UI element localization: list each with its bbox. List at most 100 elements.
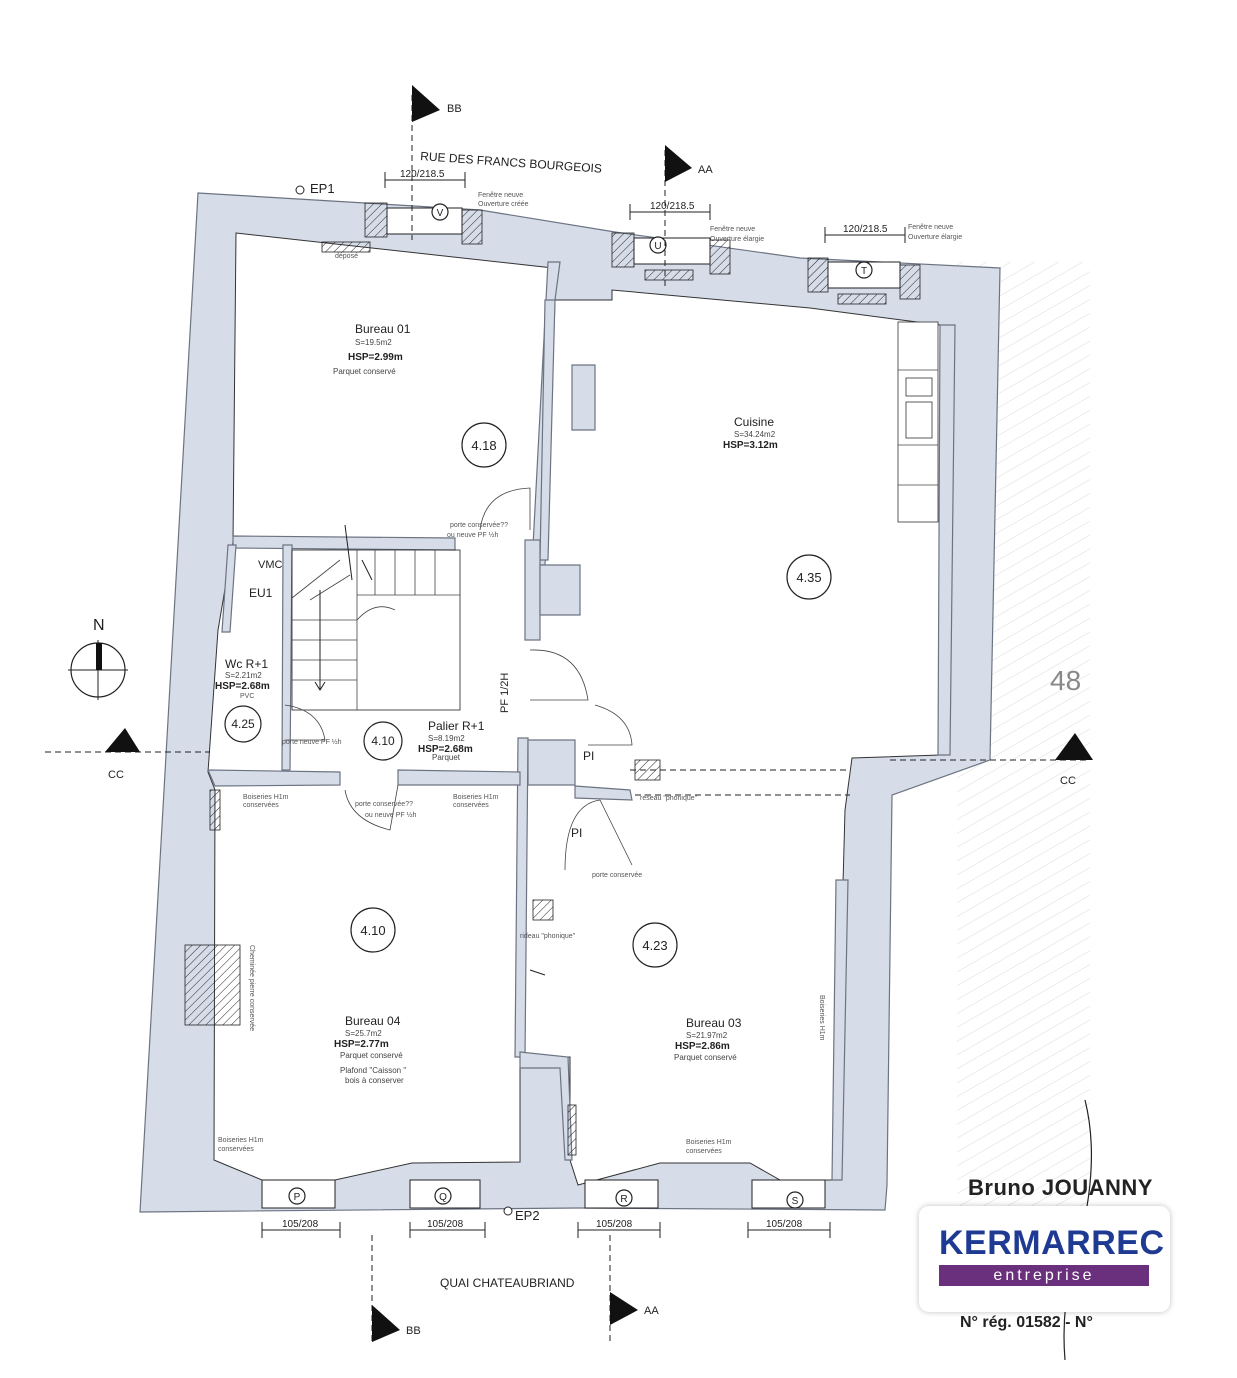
svg-text:Boiseries H1m: Boiseries H1m xyxy=(453,794,499,801)
svg-text:rideau "phonique": rideau "phonique" xyxy=(520,933,576,940)
svg-text:conservées: conservées xyxy=(243,802,279,809)
svg-text:S=34.24m2: S=34.24m2 xyxy=(734,430,776,439)
door-b03 xyxy=(564,799,633,871)
room-palier: Palier R+1 S=8.19m2 HSP=2.68m Parquet 4.… xyxy=(363,719,485,762)
svg-text:4.10: 4.10 xyxy=(360,923,385,938)
door-kitchen xyxy=(588,704,633,746)
svg-text:ou neuve PF ½h: ou neuve PF ½h xyxy=(365,811,416,819)
svg-text:EU1: EU1 xyxy=(249,586,273,600)
wall-wc-east xyxy=(281,544,293,771)
svg-text:Ouverture élargie: Ouverture élargie xyxy=(908,234,962,241)
window-r: R xyxy=(584,1179,659,1209)
ep1-point xyxy=(295,185,305,195)
svg-text:déposé: déposé xyxy=(335,253,358,260)
street-north: RUE DES FRANCS BOURGEOIS xyxy=(420,149,603,176)
svg-text:bois à conserver: bois à conserver xyxy=(345,1076,404,1085)
svg-text:HSP=2.68m: HSP=2.68m xyxy=(418,744,473,755)
svg-text:HSP=2.99m: HSP=2.99m xyxy=(348,352,403,363)
rideau-mark xyxy=(532,899,554,921)
wall-wc xyxy=(221,544,237,633)
svg-text:S=8.19m2: S=8.19m2 xyxy=(428,734,465,743)
svg-text:N: N xyxy=(93,617,105,634)
svg-text:Boiseries H1m: Boiseries H1m xyxy=(818,995,825,1041)
svg-text:Fenêtre neuve: Fenêtre neuve xyxy=(908,224,953,231)
svg-text:105/208: 105/208 xyxy=(766,1219,803,1230)
svg-text:BB: BB xyxy=(406,1325,421,1337)
svg-text:120/218.5: 120/218.5 xyxy=(843,224,888,235)
section-marker-bb-top: BB xyxy=(412,85,462,122)
window-u: U xyxy=(611,232,731,281)
svg-text:105/208: 105/208 xyxy=(596,1219,633,1230)
wall-b03-east xyxy=(831,879,849,1181)
wall-kitchen-b03 xyxy=(574,785,633,801)
section-marker-bb-bottom: BB xyxy=(372,1305,421,1342)
wall-kitchen-cupboard xyxy=(571,364,596,431)
window-v: V xyxy=(321,202,483,253)
svg-text:porte conservée??: porte conservée?? xyxy=(450,522,508,529)
svg-text:AA: AA xyxy=(698,164,713,176)
svg-text:EP2: EP2 xyxy=(515,1208,540,1223)
svg-text:Fenêtre neuve: Fenêtre neuve xyxy=(478,192,523,199)
wall-kitchen-east-inner xyxy=(937,324,956,756)
svg-text:120/218.5: 120/218.5 xyxy=(400,169,445,180)
wall-landing-south xyxy=(397,769,521,786)
svg-text:Boiseries H1m: Boiseries H1m xyxy=(686,1139,732,1146)
svg-text:Bureau 03: Bureau 03 xyxy=(686,1016,742,1030)
svg-text:conservées: conservées xyxy=(686,1148,722,1155)
door-landing xyxy=(529,649,589,701)
svg-text:U: U xyxy=(654,241,661,252)
svg-text:R: R xyxy=(620,1194,627,1205)
kitchen-sink-icon-2 xyxy=(905,401,933,439)
kitchen-counter xyxy=(897,321,939,523)
chimney xyxy=(184,944,241,1026)
svg-text:EP1: EP1 xyxy=(310,181,335,196)
room-cuisine: Cuisine S=34.24m2 HSP=3.12m 4.35 xyxy=(723,415,832,600)
svg-text:Ouverture élargie: Ouverture élargie xyxy=(710,236,764,243)
svg-text:Boiseries H1m: Boiseries H1m xyxy=(218,1137,264,1144)
svg-text:4.23: 4.23 xyxy=(642,938,667,953)
reseau-mark xyxy=(634,759,661,781)
svg-text:S=19.5m2: S=19.5m2 xyxy=(355,338,392,347)
logo-brand: KERMARREC xyxy=(939,1224,1165,1262)
svg-text:ou neuve PF ½h: ou neuve PF ½h xyxy=(447,531,498,539)
svg-text:Parquet: Parquet xyxy=(432,753,461,762)
svg-text:4.10: 4.10 xyxy=(371,734,395,748)
svg-text:4.25: 4.25 xyxy=(231,717,255,731)
svg-text:réseau "phonique": réseau "phonique" xyxy=(640,795,698,802)
svg-text:T: T xyxy=(861,266,867,277)
svg-text:120/218.5: 120/218.5 xyxy=(650,201,695,212)
svg-text:HSP=2.77m: HSP=2.77m xyxy=(334,1039,389,1050)
window-s: S xyxy=(751,1179,826,1209)
svg-text:Cuisine: Cuisine xyxy=(734,415,774,429)
svg-text:Palier R+1: Palier R+1 xyxy=(428,719,485,733)
ep2-point xyxy=(503,1206,513,1216)
wall-landing-east xyxy=(524,539,541,641)
street-south: QUAI CHATEAUBRIAND xyxy=(440,1276,575,1290)
svg-text:Parquet conservé: Parquet conservé xyxy=(333,367,396,376)
wall-b04-north xyxy=(207,769,341,787)
svg-text:Bureau 01: Bureau 01 xyxy=(355,322,411,336)
registration-number: N° rég. 01582 - N° xyxy=(960,1314,1093,1331)
svg-text:S: S xyxy=(792,1196,799,1207)
svg-text:PI: PI xyxy=(583,749,594,763)
company-logo: KERMARREC entreprise xyxy=(919,1206,1170,1312)
svg-text:porte neuve PF ½h: porte neuve PF ½h xyxy=(282,738,342,746)
svg-text:HSP=2.86m: HSP=2.86m xyxy=(675,1041,730,1052)
svg-text:4.35: 4.35 xyxy=(796,570,821,585)
wall-kitchen-west xyxy=(539,299,556,561)
svg-text:Wc R+1: Wc R+1 xyxy=(225,657,268,671)
svg-text:P: P xyxy=(294,1192,301,1203)
svg-text:4.18: 4.18 xyxy=(471,438,496,453)
wall-b03-north xyxy=(527,739,576,786)
door-b04 xyxy=(344,784,399,831)
svg-text:VMC: VMC xyxy=(258,559,283,571)
svg-text:105/208: 105/208 xyxy=(427,1219,464,1230)
room-bureau-03: Bureau 03 S=21.97m2 HSP=2.86m Parquet co… xyxy=(632,922,742,1062)
svg-text:Plafond "Caisson ": Plafond "Caisson " xyxy=(340,1066,406,1075)
door-wc xyxy=(284,704,326,741)
section-marker-cc-left: CC xyxy=(105,728,140,781)
svg-text:HSP=2.68m: HSP=2.68m xyxy=(215,681,270,692)
svg-text:Fenêtre neuve: Fenêtre neuve xyxy=(710,226,755,233)
wall-kitchen-closet xyxy=(539,564,581,616)
